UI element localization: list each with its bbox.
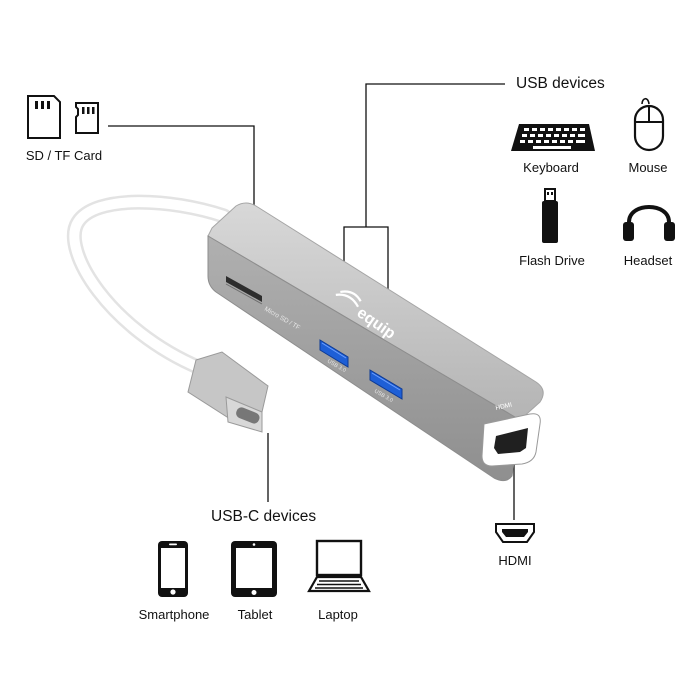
flash-drive-label: Flash Drive <box>519 253 585 268</box>
usb-callout-line <box>365 83 505 227</box>
tf-card-icon <box>75 102 99 134</box>
hdmi-connector-icon <box>495 523 535 543</box>
hub-body-front <box>207 235 521 482</box>
laptop-icon <box>307 539 371 593</box>
tablet-icon <box>231 541 277 597</box>
mouse-label: Mouse <box>628 160 668 175</box>
sd-card-icon <box>27 95 61 139</box>
flash-drive-icon <box>542 188 558 243</box>
smartphone-icon <box>158 541 188 597</box>
keyboard-label: Keyboard <box>523 160 579 175</box>
mouse-icon <box>633 97 665 152</box>
headset-icon <box>623 205 675 241</box>
hdmi-port: HDMI <box>481 402 541 467</box>
smartphone-label: Smartphone <box>138 607 210 622</box>
usbc-devices-header: USB-C devices <box>211 508 317 525</box>
usb-c-plug <box>187 351 269 433</box>
usb-devices-header: USB devices <box>516 75 605 92</box>
keyboard-icon <box>511 124 595 151</box>
headset-label: Headset <box>623 253 673 268</box>
tablet-label: Tablet <box>237 607 273 622</box>
hub-body-top <box>207 202 544 421</box>
hdmi-label: HDMI <box>498 553 532 568</box>
laptop-label: Laptop <box>318 607 358 622</box>
hdmi-port-label: HDMI <box>495 402 513 412</box>
sd-card-label: SD / TF Card <box>25 148 103 163</box>
